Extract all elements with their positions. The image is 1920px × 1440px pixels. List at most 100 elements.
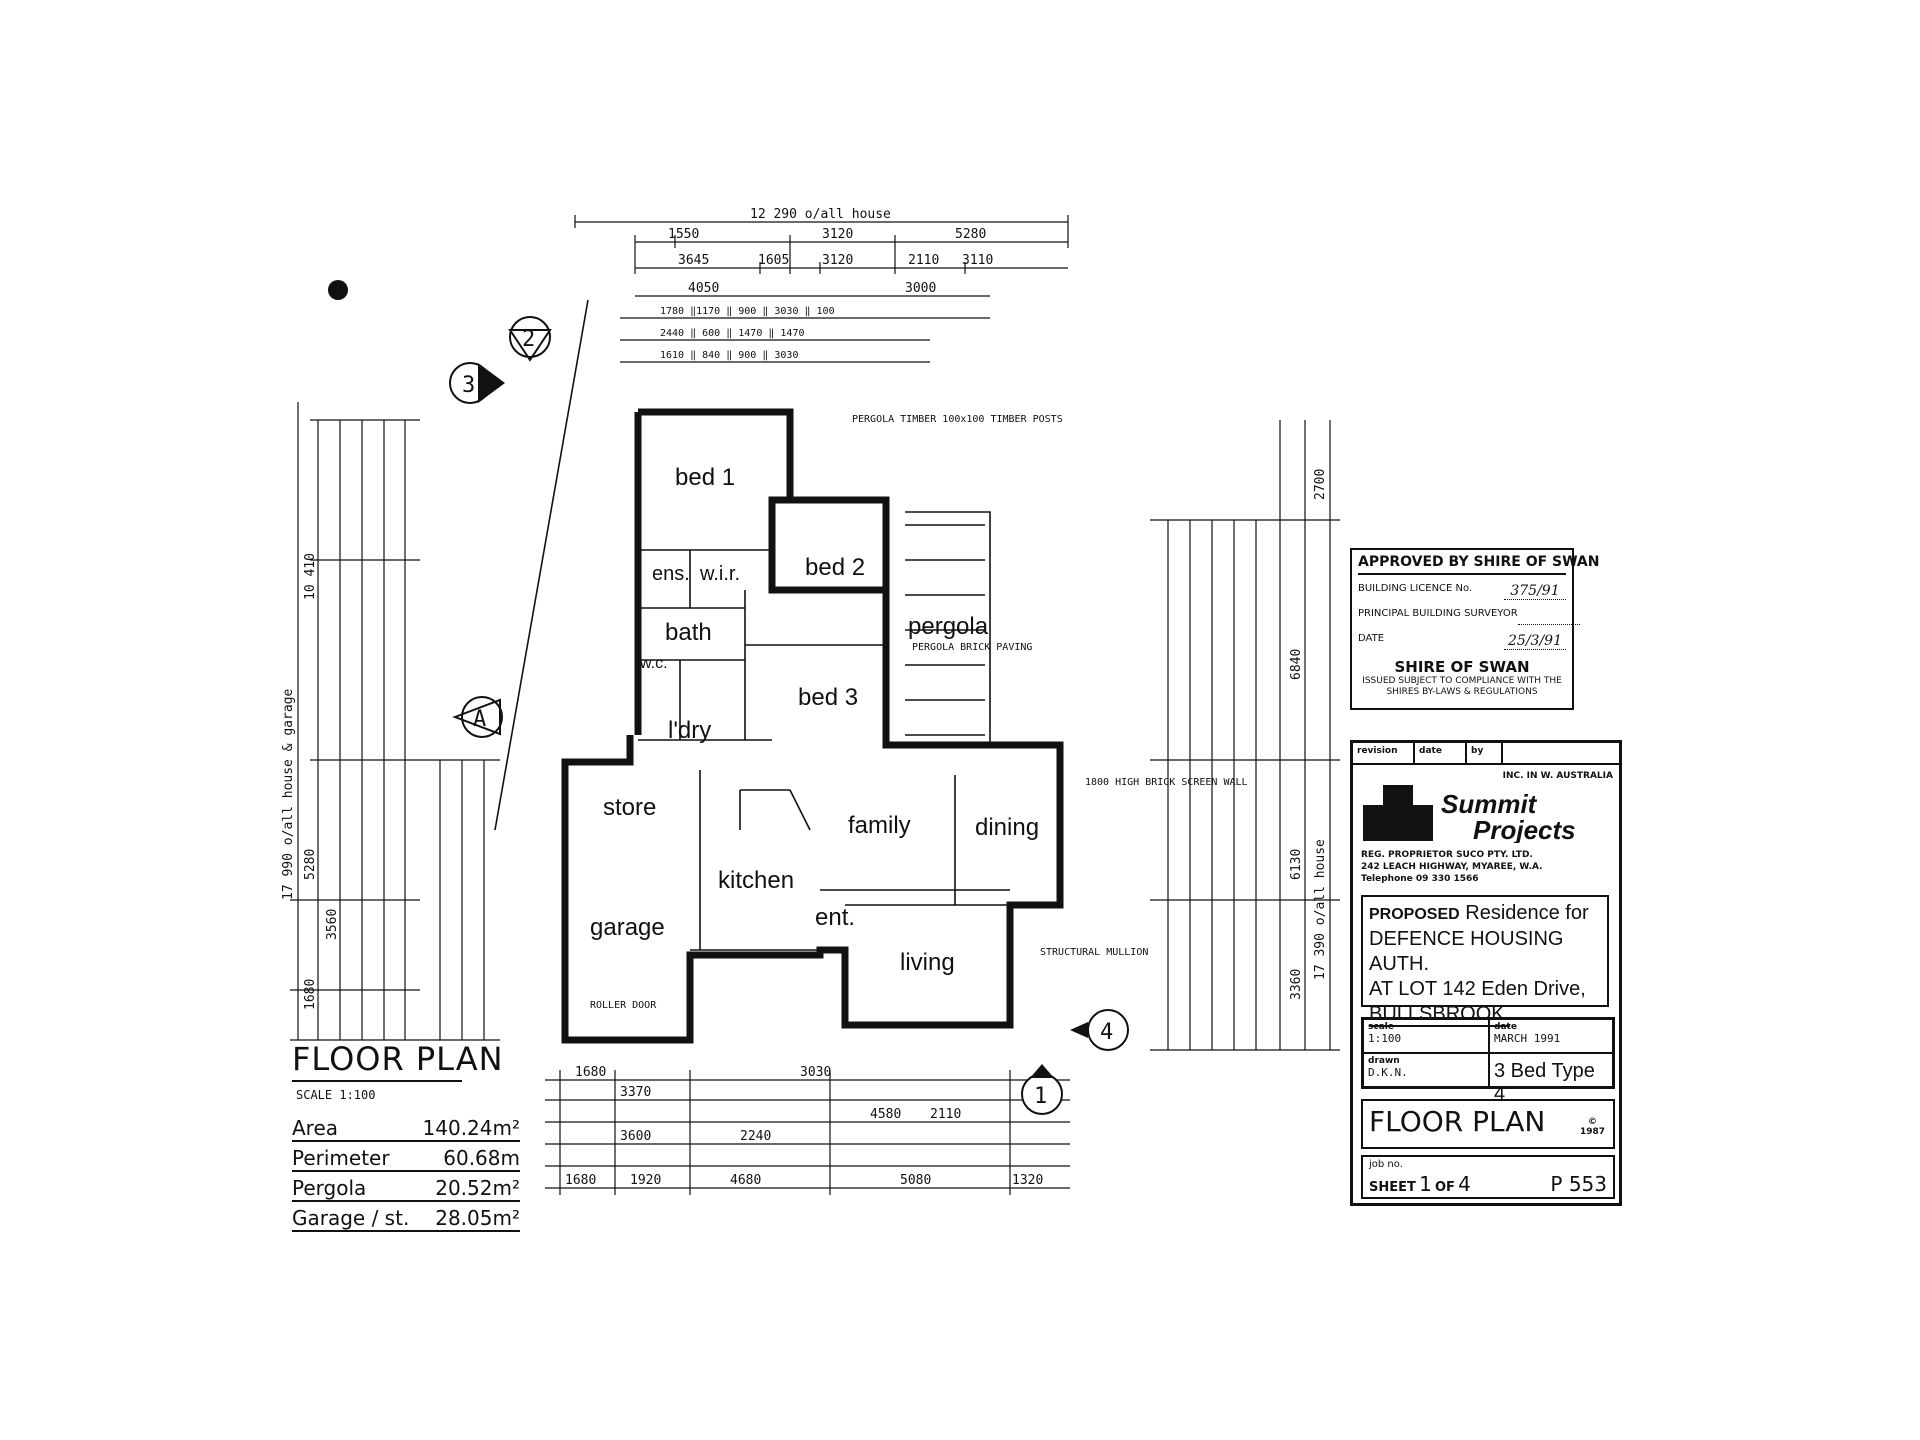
title-underline <box>292 1080 462 1082</box>
stamp-surveyor: PRINCIPAL BUILDING SURVEYOR <box>1358 608 1580 625</box>
room-bed2: bed 2 <box>805 554 865 581</box>
construction-notes: PERGOLA TIMBER 100x100 TIMBER POSTS PERG… <box>590 414 1248 1011</box>
stat-value: 140.24m² <box>422 1116 520 1140</box>
company-reg: REG. PROPRIETOR SUCO PTY. LTD. <box>1361 850 1533 860</box>
reference-line <box>494 299 589 831</box>
stamp-subject: ISSUED SUBJECT TO COMPLIANCE WITH THE SH… <box>1362 676 1562 697</box>
room-ent: ent. <box>815 904 855 931</box>
dim-top2-a: 3645 <box>678 253 709 268</box>
date-value: MARCH 1991 <box>1494 1032 1561 1045</box>
dim-right-b: 6130 <box>1289 849 1304 880</box>
job-label: job no. <box>1369 1159 1403 1170</box>
sheet-title-box: FLOOR PLAN © 1987 <box>1361 1099 1615 1149</box>
dim-top3-b: 3000 <box>905 281 936 296</box>
proj-line1: Residence for <box>1465 902 1589 924</box>
company-details: REG. PROPRIETOR SUCO PTY. LTD. 242 LEACH… <box>1361 849 1543 885</box>
stat-row: Area 140.24m² <box>292 1112 520 1142</box>
svg-text:3: 3 <box>462 373 475 398</box>
dim-top3-a: 4050 <box>688 281 719 296</box>
of-label: OF <box>1434 1180 1455 1195</box>
dim-bot2-a: 3600 <box>620 1129 651 1144</box>
proj-proposed: PROPOSED <box>1369 906 1460 923</box>
dim-top1-b: 3120 <box>822 227 853 242</box>
dim-right-c: 3360 <box>1289 969 1304 1000</box>
dim-bot3-a: 1680 <box>565 1173 596 1188</box>
area-schedule: Area 140.24m² Perimeter 60.68m Pergola 2… <box>292 1112 520 1232</box>
room-garage: garage <box>590 914 665 941</box>
stamp-shire: SHIRE OF SWAN <box>1394 658 1530 676</box>
svg-text:1780 ‖1170 ‖ 900 ‖ 3030 ‖ 100: 1780 ‖1170 ‖ 900 ‖ 3030 ‖ 100 <box>660 306 835 317</box>
dim-top2-e: 3110 <box>962 253 993 268</box>
sheet-total: 4 <box>1458 1172 1471 1196</box>
stat-label: Area <box>292 1116 339 1140</box>
dim-right-a: 6840 <box>1289 649 1304 680</box>
svg-text:A: A <box>473 707 486 732</box>
room-store: store <box>603 794 656 821</box>
copyright: © 1987 <box>1580 1117 1605 1137</box>
job-number: P 553 <box>1550 1172 1607 1196</box>
rev-by-col: by <box>1467 743 1503 763</box>
note-screen-wall: 1800 HIGH BRICK SCREEN WALL <box>1085 777 1248 788</box>
left-dimensions: 17 990 o/all house & garage 10 410 5280 … <box>281 402 500 1041</box>
dim-top1-c: 5280 <box>955 227 986 242</box>
svg-text:2: 2 <box>522 327 535 352</box>
note-garage-door: ROLLER DOOR <box>590 1000 657 1011</box>
external-walls <box>561 408 1064 1044</box>
date-label: DATE <box>1358 633 1385 644</box>
licence-label: BUILDING LICENCE No. <box>1358 583 1473 594</box>
room-pergola: pergola <box>908 613 989 640</box>
marker-2: 2 <box>508 316 552 362</box>
svg-text:4: 4 <box>1100 1020 1113 1045</box>
copyright-icon: © <box>1587 1117 1597 1127</box>
date-value: 25/3/91 <box>1504 633 1566 650</box>
top-dimensions: 12 290 o/all house 1550 3120 5280 3645 1… <box>574 207 1069 363</box>
internal-walls <box>638 549 1010 951</box>
stat-label: Pergola <box>292 1176 367 1200</box>
dim-top2-d: 2110 <box>908 253 939 268</box>
dim-bot1-c: 4580 <box>870 1107 901 1122</box>
punch-hole <box>328 280 348 300</box>
room-bath: bath <box>665 619 712 646</box>
room-wir: w.i.r. <box>699 563 740 585</box>
room-wc: w.c. <box>639 655 668 672</box>
marker-1: 1 <box>1021 1064 1063 1115</box>
marker-3: 3 <box>449 362 505 404</box>
dim-left-c: 5280 <box>303 849 318 880</box>
floor-plan-scale: SCALE 1:100 <box>296 1088 376 1102</box>
logo-mark-icon <box>1363 785 1433 841</box>
stamp-date: DATE 25/3/91 <box>1358 633 1566 650</box>
room-ldry: l'dry <box>668 717 711 744</box>
pergola-structure <box>905 511 991 748</box>
drawn-value: D.K.N. <box>1368 1066 1408 1079</box>
title-block: revision date by INC. IN W. AUSTRALIA Su… <box>1350 740 1622 1206</box>
sheet-title: FLOOR PLAN <box>1369 1105 1546 1138</box>
stat-value: 60.68m <box>443 1146 520 1170</box>
marker-4: 4 <box>1070 1009 1129 1051</box>
room-dining: dining <box>975 814 1039 841</box>
bottom-dimensions: 1680 3370 4580 3030 3600 2240 2110 1680 … <box>545 1065 1070 1195</box>
dim-top2-c: 3120 <box>822 253 853 268</box>
rev-col: revision <box>1353 743 1415 763</box>
house-type: 3 Bed Type 4 <box>1489 1053 1613 1105</box>
room-ens: ens. <box>652 563 690 585</box>
company-telephone: Telephone 09 330 1566 <box>1361 874 1479 884</box>
sheet-number: 1 <box>1419 1172 1432 1196</box>
note-pergola-paving: PERGOLA BRICK PAVING <box>912 642 1032 653</box>
dim-bot1-b: 3370 <box>620 1085 651 1100</box>
scale-value: 1:100 <box>1368 1032 1402 1045</box>
note-pergola-timber: PERGOLA TIMBER 100x100 TIMBER POSTS <box>852 414 1063 425</box>
copyright-year: 1987 <box>1579 1127 1605 1137</box>
stamp-licence: BUILDING LICENCE No. 375/91 <box>1358 583 1566 600</box>
room-kitchen: kitchen <box>718 867 794 894</box>
marker-a: A <box>452 696 503 738</box>
dim-left-overall: 17 990 o/all house & garage <box>281 689 296 900</box>
dim-right-overall: 17 390 o/all house <box>1313 839 1328 980</box>
approval-stamp: APPROVED BY SHIRE OF SWAN BUILDING LICEN… <box>1350 548 1600 710</box>
licence-value: 375/91 <box>1504 583 1566 600</box>
dim-top1-a: 1550 <box>668 227 699 242</box>
